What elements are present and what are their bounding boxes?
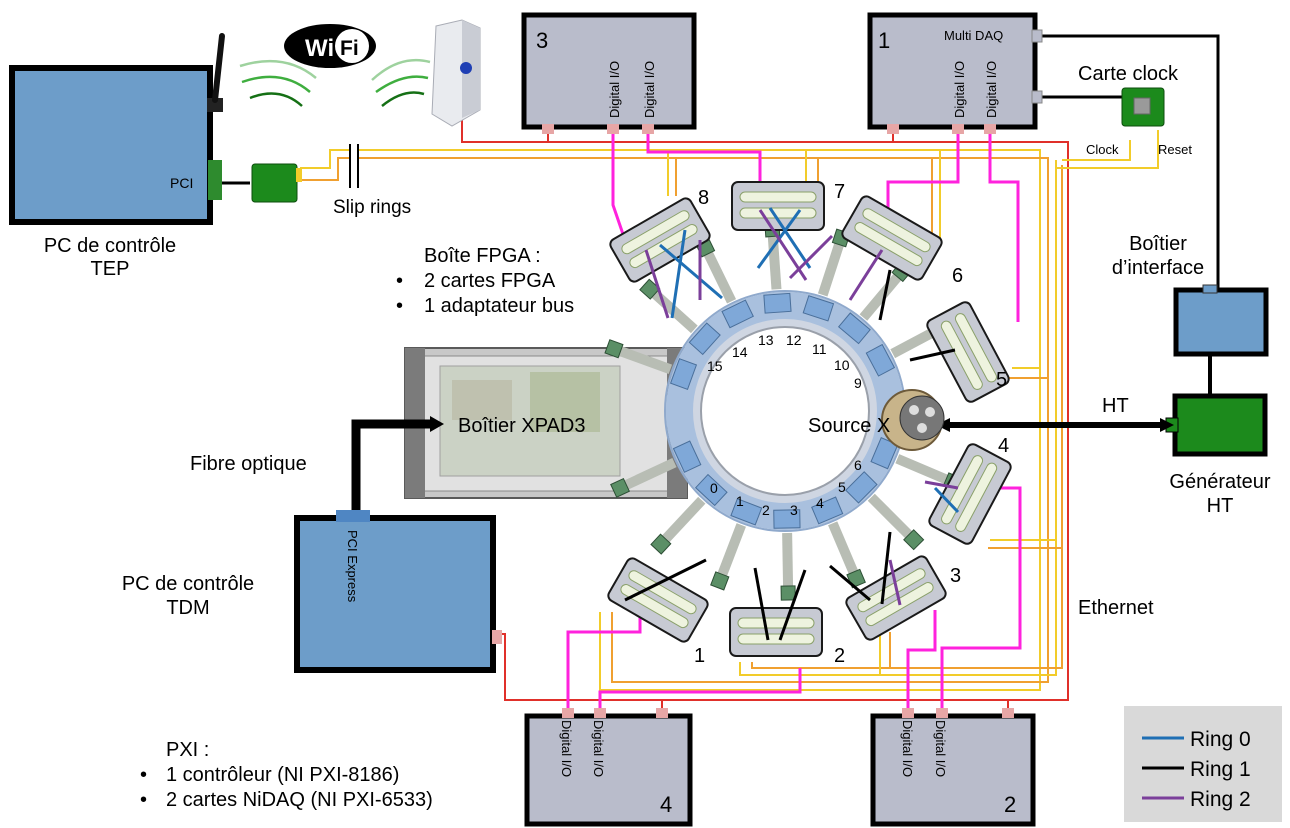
daq-top-1-title: Multi DAQ: [944, 28, 1003, 43]
pc-tep-port-label: PCI: [170, 175, 193, 191]
xpad3-label: Boîtier XPAD3: [458, 415, 585, 437]
detector-module: [711, 499, 762, 590]
daq-bottom-4-port-2: Digital I/O: [591, 720, 606, 777]
fpga-box-title: Boîte FPGA :: [424, 245, 541, 267]
board-number-5: 5: [996, 369, 1007, 391]
board-number-6: 6: [952, 265, 963, 287]
legend-label-ring1: Ring 1: [1190, 758, 1251, 781]
module-number-4: 4: [816, 495, 824, 511]
daq-bottom-2-port-1: Digital I/O: [900, 720, 915, 777]
daq-top-3-port-1: Digital I/O: [607, 61, 622, 118]
pc-tdm-port: PCI Express: [345, 530, 360, 603]
pc-tep-pci-slot: [208, 160, 222, 200]
board-number-7: 7: [834, 181, 845, 203]
carte-clock-clock: Clock: [1086, 142, 1119, 157]
detector-module: [640, 279, 720, 354]
module-number-2: 2: [762, 502, 770, 518]
generator-line2: HT: [1207, 495, 1234, 517]
interface-box-line2: d’interface: [1112, 257, 1204, 279]
module-number-0: 0: [710, 480, 718, 496]
fpga-bullet-2: •: [396, 295, 403, 317]
wifi-logo-text: Wi: [305, 35, 334, 62]
daq-top-1-number: 1: [878, 28, 890, 53]
carte-clock: Carte clock Clock Reset: [1078, 63, 1192, 157]
pc-tep-case: [12, 68, 210, 222]
daq-bottom-2-number: 2: [1004, 792, 1016, 817]
legend: Ring 0 Ring 1 Ring 2: [1124, 706, 1282, 822]
slip-rings-label: Slip rings: [333, 197, 411, 218]
module-number-1: 1: [736, 493, 744, 509]
board-number-4: 4: [998, 435, 1009, 457]
detector-module: [774, 510, 800, 600]
daq-bottom-4-port-1: Digital I/O: [559, 720, 574, 777]
fpga-board: [840, 194, 944, 282]
legend-label-ring2: Ring 2: [1190, 788, 1251, 811]
daq-top-1-port-2: Digital I/O: [984, 61, 999, 118]
module-number-11: 11: [812, 341, 827, 357]
interface-box-line1: Boîtier: [1129, 233, 1187, 255]
board-number-1: 1: [694, 645, 705, 667]
pc-tdm-label-1: PC de contrôle: [122, 573, 254, 595]
detector-module: [846, 472, 924, 550]
pc-tep: PCI PC de contrôle TEP: [12, 36, 223, 280]
ht-label: HT: [1102, 395, 1129, 417]
carte-clock-reset: Reset: [1158, 142, 1192, 157]
legend-label-ring0: Ring 0: [1190, 728, 1251, 751]
pc-tdm: PCI Express PC de contrôle TDM: [122, 510, 502, 670]
module-number-13: 13: [758, 332, 774, 348]
pc-tep-label-1: PC de contrôle: [44, 235, 176, 257]
board-number-2: 2: [834, 645, 845, 667]
module-number-6: 6: [854, 457, 862, 473]
module-number-14: 14: [732, 344, 748, 360]
module-number-10: 10: [834, 357, 850, 373]
pc-tdm-label-2: TDM: [166, 597, 209, 619]
pxi-item-2: 2 cartes NiDAQ (NI PXI-6533): [166, 789, 433, 811]
fpga-board: [730, 608, 822, 656]
module-number-9: 9: [854, 375, 862, 391]
carte-clock-title: Carte clock: [1078, 63, 1179, 85]
module-number-5: 5: [838, 479, 846, 495]
module-number-15: 15: [707, 358, 723, 374]
daq-box-bottom-2: 2 Digital I/O Digital I/O: [873, 708, 1033, 824]
daq-box-bottom-4: 4 Digital I/O Digital I/O: [527, 708, 690, 824]
fpga-board: [844, 554, 948, 642]
slip-rings: Slip rings: [333, 144, 411, 218]
pxi-bullet-1: •: [140, 764, 147, 786]
router-icon: [432, 20, 480, 126]
board-number-8: 8: [698, 187, 709, 209]
pc-tep-label-2: TEP: [91, 258, 130, 280]
fpga-box-description: Boîte FPGA : • 2 cartes FPGA • 1 adaptat…: [396, 245, 574, 317]
fpga-board: [608, 196, 712, 284]
module-number-3: 3: [790, 502, 798, 518]
interface-box: Boîtier d’interface: [1112, 233, 1266, 354]
wifi-logo: Wi Fi: [284, 24, 376, 68]
source-label: Source X: [808, 415, 890, 437]
ht-generator: Générateur HT: [1166, 396, 1271, 517]
fpga-board: [732, 182, 824, 230]
ethernet-label: Ethernet: [1078, 597, 1154, 619]
daq-box-top-1: 1 Multi DAQ Digital I/O Digital I/O: [870, 15, 1042, 134]
generator-line1: Générateur: [1169, 471, 1271, 493]
pxi-description: PXI : • 1 contrôleur (NI PXI-8186) • 2 c…: [140, 739, 433, 811]
daq-top-3-number: 3: [536, 28, 548, 53]
fpga-item-2: 1 adaptateur bus: [424, 295, 574, 317]
board-number-3: 3: [950, 565, 961, 587]
fpga-item-1: 2 cartes FPGA: [424, 270, 556, 292]
daq-bottom-4-number: 4: [660, 792, 672, 817]
daq-top-3-port-2: Digital I/O: [642, 61, 657, 118]
pxi-item-1: 1 contrôleur (NI PXI-8186): [166, 764, 399, 786]
module-number-12: 12: [786, 332, 802, 348]
pxi-title: PXI :: [166, 739, 209, 761]
pci-board: [252, 164, 302, 202]
pxi-bullet-2: •: [140, 789, 147, 811]
daq-bottom-2-port-2: Digital I/O: [933, 720, 948, 777]
fibre-label: Fibre optique: [190, 453, 307, 475]
fpga-bullet-1: •: [396, 270, 403, 292]
daq-box-top-3: 3 Digital I/O Digital I/O: [524, 15, 694, 134]
daq-top-1-port-1: Digital I/O: [952, 61, 967, 118]
detector-ring: [665, 291, 905, 531]
svg-text:Fi: Fi: [340, 37, 359, 60]
